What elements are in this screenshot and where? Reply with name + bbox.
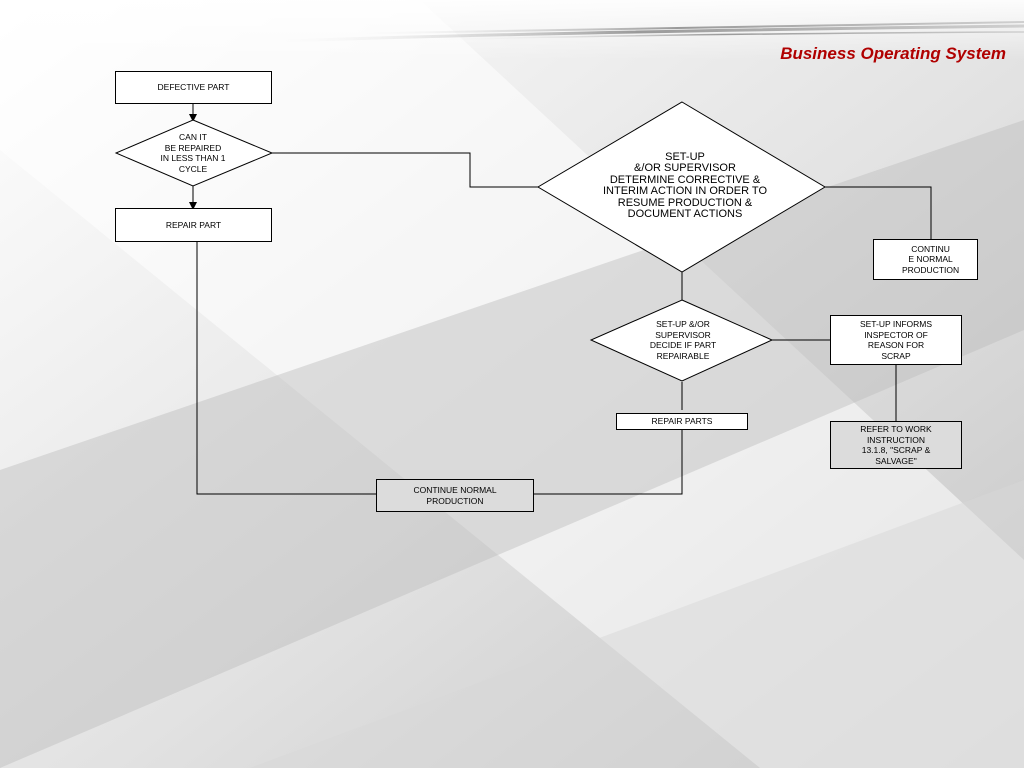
process-setup-informs-inspector: SET-UP INFORMS INSPECTOR OF REASON FOR S… xyxy=(830,315,962,365)
decision-diamond-setup-determine xyxy=(537,101,826,273)
process-refer-to-work-instruction-label: REFER TO WORK INSTRUCTION 13.1.8, "SCRAP… xyxy=(860,424,932,466)
connector-repair-part-to-continue xyxy=(196,241,377,495)
process-continue-normal-production-bottom: CONTINUE NORMAL PRODUCTION xyxy=(376,479,534,512)
decision-setup-determine-label-box: SET-UP &/OR SUPERVISOR DETERMINE CORRECT… xyxy=(585,145,785,227)
decision-setup-determine-label: SET-UP &/OR SUPERVISOR DETERMINE CORRECT… xyxy=(603,150,767,220)
decision-can-it-be-repaired-label-box: CAN IT BE REPAIRED IN LESS THAN 1 CYCLE xyxy=(140,126,246,180)
process-continue-normal-production-right-label: CONTINU E NORMAL PRODUCTION xyxy=(902,243,960,275)
connector-setup-to-continue-right xyxy=(825,186,932,239)
process-repair-parts-label: REPAIR PARTS xyxy=(651,416,713,427)
process-refer-to-work-instruction: REFER TO WORK INSTRUCTION 13.1.8, "SCRAP… xyxy=(830,421,962,469)
decision-diamond-can-it-be-repaired xyxy=(114,119,274,187)
decision-repairable-label: SET-UP &/OR SUPERVISOR DECIDE IF PART RE… xyxy=(649,319,717,361)
slide-title: Business Operating System xyxy=(780,44,1006,63)
process-repair-part-label: REPAIR PART xyxy=(165,219,222,230)
decision-repairable-label-box: SET-UP &/OR SUPERVISOR DECIDE IF PART RE… xyxy=(628,314,738,366)
decision-can-it-be-repaired-label: CAN IT BE REPAIRED IN LESS THAN 1 CYCLE xyxy=(160,132,226,174)
process-repair-part: REPAIR PART xyxy=(115,208,272,242)
decision-diamond-repairable xyxy=(589,299,774,382)
process-continue-normal-production-bottom-label: CONTINUE NORMAL PRODUCTION xyxy=(413,485,497,506)
process-repair-parts: REPAIR PARTS xyxy=(616,413,748,430)
connector-decision-to-setup xyxy=(272,152,538,188)
connector-repair-parts-to-continue xyxy=(534,430,683,495)
process-setup-informs-inspector-label: SET-UP INFORMS INSPECTOR OF REASON FOR S… xyxy=(859,319,933,361)
process-defective-part-label: DEFECTIVE PART xyxy=(157,82,230,93)
process-defective-part: DEFECTIVE PART xyxy=(115,71,272,104)
process-continue-normal-production-right: CONTINU E NORMAL PRODUCTION xyxy=(873,239,978,280)
